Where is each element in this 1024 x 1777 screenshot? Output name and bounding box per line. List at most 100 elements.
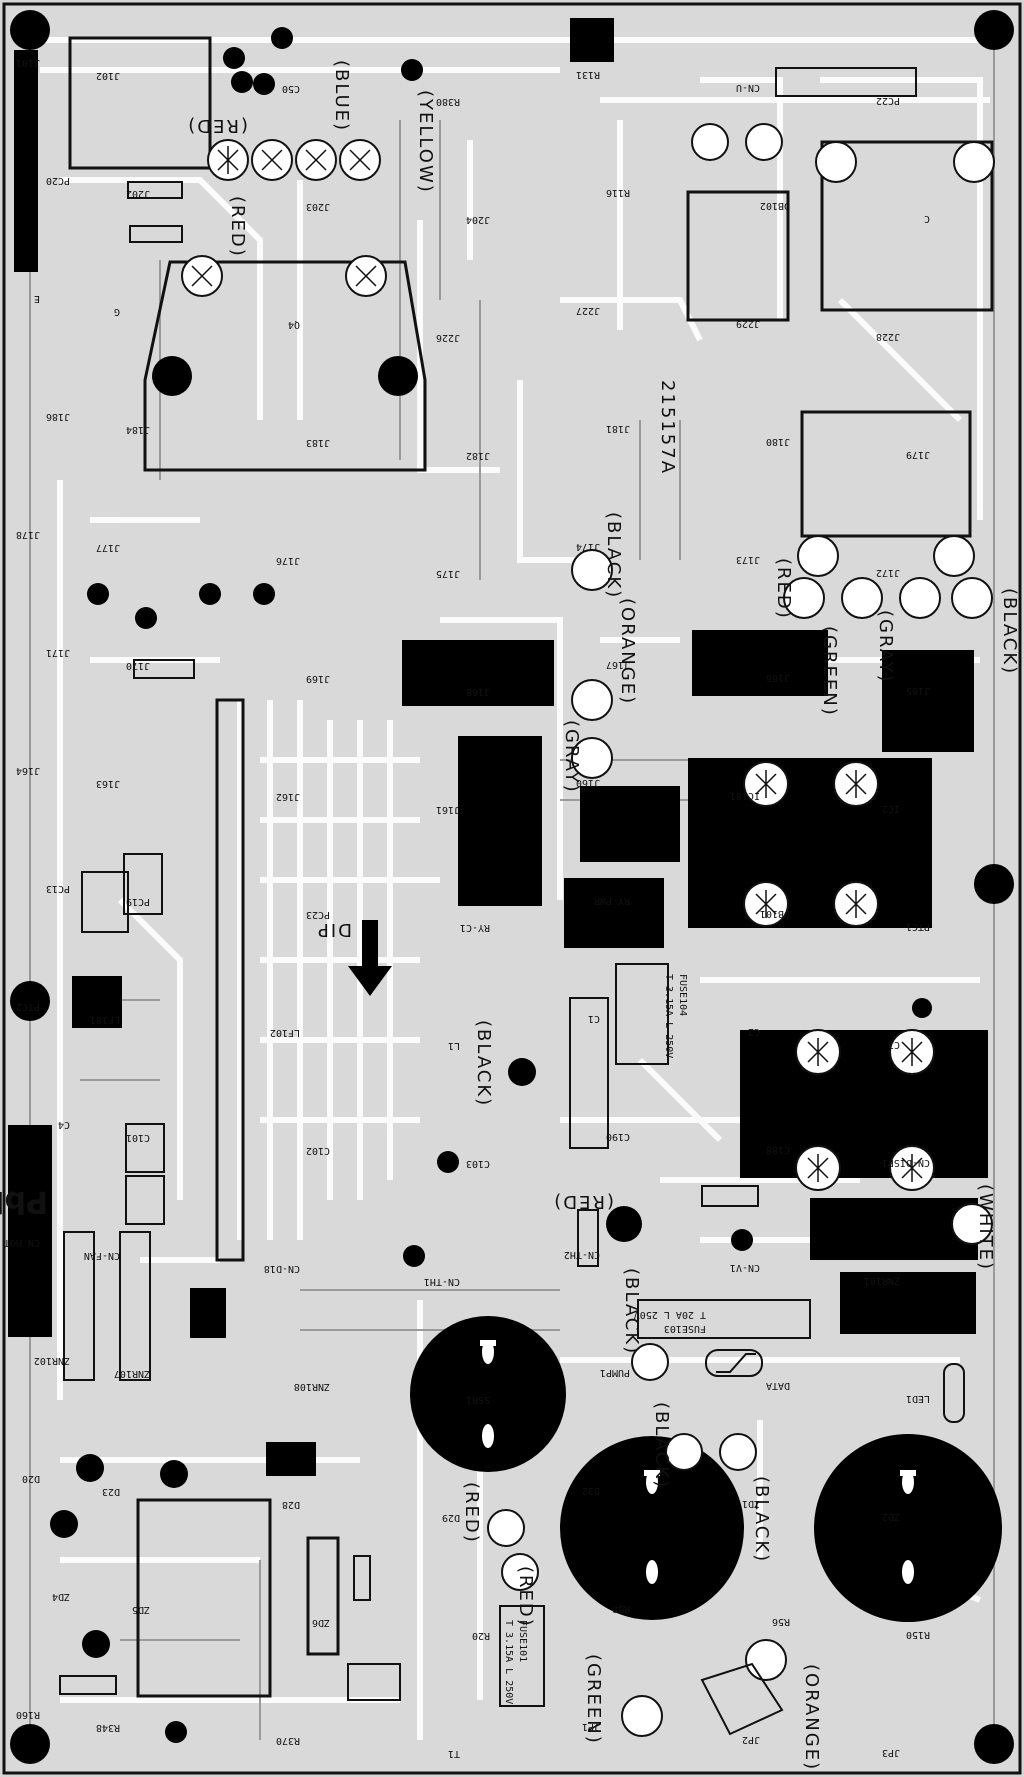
designator: PC20 xyxy=(46,175,70,186)
designator: LF102 xyxy=(270,1027,300,1038)
designator: R30 xyxy=(612,1603,630,1614)
mounting-holes xyxy=(10,10,1014,1764)
designator: C102 xyxy=(306,1145,330,1156)
designator: T1 xyxy=(448,1748,460,1759)
designator: C50 xyxy=(282,83,300,94)
pbf-logo: PbF xyxy=(0,1184,48,1219)
designator: CN-FAN xyxy=(84,1250,120,1261)
designator: DB102 xyxy=(760,200,790,211)
dip-arrow-icon xyxy=(348,920,392,996)
wire-color-label: (RED) xyxy=(552,1191,614,1212)
designator: J168 xyxy=(466,686,490,697)
wire-color-label: (BLACK) xyxy=(473,1020,494,1107)
dip-direction-label: DIP xyxy=(316,919,352,940)
designator: J180 xyxy=(766,436,790,447)
designator: C103 xyxy=(466,1158,490,1169)
fuse-ref: FUSE103 xyxy=(664,1323,706,1334)
designator: J226 xyxy=(436,332,460,343)
designator: R370 xyxy=(276,1735,300,1746)
designator: IC2 xyxy=(882,803,900,814)
designator: PC19 xyxy=(126,896,150,907)
designator: ZNR108 xyxy=(294,1381,330,1392)
designator: G xyxy=(114,306,120,317)
wire-color-label: (GREEN) xyxy=(819,626,840,717)
designator: ZD2 xyxy=(882,1511,900,1522)
designator: C1 xyxy=(588,1013,600,1024)
designator: ZNR101 xyxy=(864,1275,900,1286)
designator: ZD1 xyxy=(742,1498,760,1509)
designator: DATA xyxy=(766,1380,790,1391)
designator: CN-HOT xyxy=(4,1237,40,1248)
left-heatsink-strip xyxy=(8,1125,52,1337)
designator: C190 xyxy=(606,1131,630,1142)
wire-color-label: (RED) xyxy=(773,558,794,620)
designator: R56 xyxy=(772,1616,790,1627)
trace-layer xyxy=(40,37,990,1740)
wire-color-label: (ORANGE) xyxy=(617,598,638,705)
designator: PTC1 xyxy=(906,921,930,932)
wire-color-labels: (RED)(BLUE)(YELLOW)(RED)(BLACK)(ORANGE)(… xyxy=(186,60,1020,1771)
designator: J227 xyxy=(576,305,600,316)
designator: J204 xyxy=(466,214,490,225)
designator: J162 xyxy=(276,791,300,802)
designator: J229 xyxy=(736,318,760,329)
solid-component-blocks xyxy=(72,18,988,1476)
designator: ZNR107 xyxy=(114,1368,150,1379)
designator: J172 xyxy=(876,567,900,578)
designator: E xyxy=(34,293,40,304)
designator: R160 xyxy=(16,1709,40,1720)
designator: ZD6 xyxy=(312,1617,330,1628)
fuse-rating: T 20A L 250V xyxy=(634,1309,706,1320)
wire-color-label: (ORANGE) xyxy=(801,1664,822,1771)
wire-color-label: (BLACK) xyxy=(651,1402,672,1489)
pcb-code: 215157A xyxy=(657,380,678,475)
designator: R116 xyxy=(606,187,630,198)
designator: J171 xyxy=(46,647,70,658)
designator: LED1 xyxy=(906,1393,930,1404)
designator: R131 xyxy=(576,69,600,80)
fuse-label: FUSE103 T 20A L 250V xyxy=(634,1309,706,1334)
designator: PC23 xyxy=(306,909,330,920)
designator: JP2 xyxy=(742,1734,760,1745)
designator: D29 xyxy=(442,1512,460,1523)
small-parts xyxy=(50,27,932,1743)
designator: J228 xyxy=(876,331,900,342)
component-designators: J101J102C50R380R131CN-UPC22PC20J202J203J… xyxy=(4,57,930,1759)
wire-color-label: (BLACK) xyxy=(621,1268,642,1355)
designator: J161 xyxy=(436,804,460,815)
designator: C xyxy=(924,213,930,224)
wire-color-label: (WHITE) xyxy=(975,1184,996,1271)
wire-color-label: (BLACK) xyxy=(999,588,1020,675)
designator: C2 xyxy=(748,1026,760,1037)
designator: C3 xyxy=(888,1039,900,1050)
wire-color-label: (RED) xyxy=(186,115,248,136)
designator: J173 xyxy=(736,554,760,565)
designator: LF101 xyxy=(90,1014,120,1025)
designator: J166 xyxy=(766,672,790,683)
designator: J183 xyxy=(306,437,330,448)
designator: J178 xyxy=(16,529,40,540)
designator: J182 xyxy=(466,450,490,461)
module-outlines xyxy=(68,36,994,1698)
designator: RY-PWR xyxy=(593,895,630,906)
designator: J184 xyxy=(126,424,150,435)
designator: J169 xyxy=(306,673,330,684)
designator: J101 xyxy=(16,57,40,68)
designator: J179 xyxy=(906,449,930,460)
designator: CN-U xyxy=(736,82,760,93)
designator: Q4 xyxy=(288,319,300,330)
designator: J102 xyxy=(96,70,120,81)
designator: ZD4 xyxy=(52,1591,70,1602)
wire-color-label: (RED) xyxy=(461,1482,482,1544)
designator: L1 xyxy=(448,1040,460,1051)
designator: IC101 xyxy=(730,790,760,801)
designator: DB101 xyxy=(760,908,790,919)
designator: D23 xyxy=(102,1486,120,1497)
fuse-rating: T 3.15A L 250V xyxy=(663,974,674,1058)
designator: J164 xyxy=(16,765,40,776)
designator: R150 xyxy=(906,1629,930,1640)
designator: PTC2 xyxy=(16,1001,40,1012)
